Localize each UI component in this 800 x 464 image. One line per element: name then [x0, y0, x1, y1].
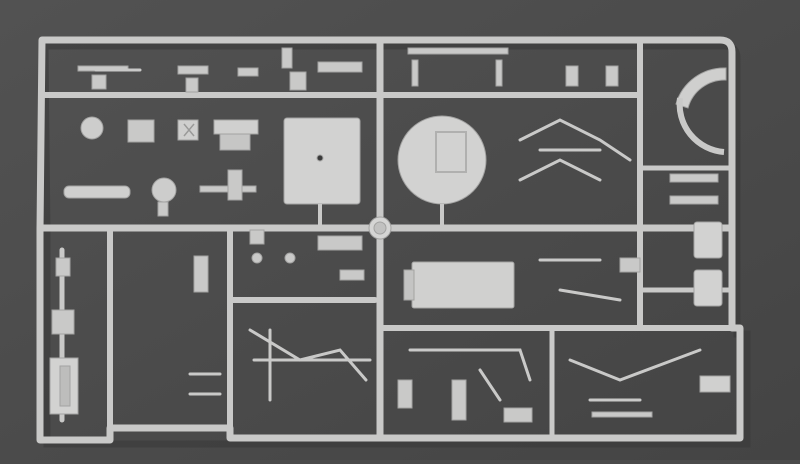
- spoked-part-1: [693, 221, 723, 259]
- plate-hole: [316, 154, 324, 162]
- long-bar-left: [63, 185, 131, 199]
- square-plate: [283, 117, 361, 205]
- outer-frame: [36, 36, 744, 444]
- parts: [49, 47, 731, 423]
- arc-piece: [675, 67, 727, 109]
- round-disc: [397, 115, 487, 205]
- small-disc-left: [80, 116, 104, 140]
- round-part: [151, 177, 177, 203]
- thin-parts: [94, 68, 702, 402]
- spoked-part-2: [693, 269, 723, 307]
- flat-panel: [411, 261, 515, 309]
- sprue-frame: [36, 36, 744, 444]
